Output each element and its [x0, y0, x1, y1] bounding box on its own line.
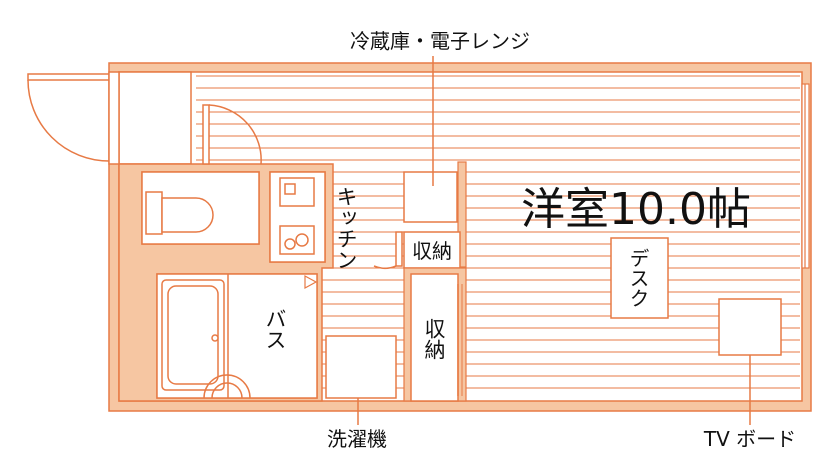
fridge-box [403, 171, 458, 223]
storage-tall [410, 273, 459, 402]
toilet-icon [145, 191, 214, 235]
toilet-door [202, 104, 262, 165]
main-room-label: 洋室10.0帖 [521, 184, 751, 235]
storage-small-label: 収納 [412, 239, 452, 263]
bath-door-marker [304, 274, 318, 290]
washing-machine [325, 335, 397, 399]
storage-tall-label: 収納 [422, 318, 446, 360]
entrance-area [118, 71, 192, 165]
desk-label: デスク [626, 248, 650, 308]
bathtub-icon [161, 279, 225, 391]
entrance-door [27, 71, 120, 165]
washing-machine-label: 洗濯機 [327, 427, 387, 451]
bath-drain-icon [203, 374, 251, 399]
window [801, 83, 810, 269]
bath-label: バス [263, 308, 287, 350]
tv-board-label: TV ボード [703, 427, 796, 451]
stove-icon [279, 225, 315, 255]
desk [610, 237, 669, 319]
sink-icon [279, 177, 315, 207]
kitchen-door [373, 231, 403, 269]
kitchen-label: キッチン [334, 186, 358, 270]
partition-wall [457, 161, 467, 268]
fridge-microwave-label: 冷蔵庫・電子レンジ [350, 29, 530, 53]
tv-board [718, 298, 782, 356]
